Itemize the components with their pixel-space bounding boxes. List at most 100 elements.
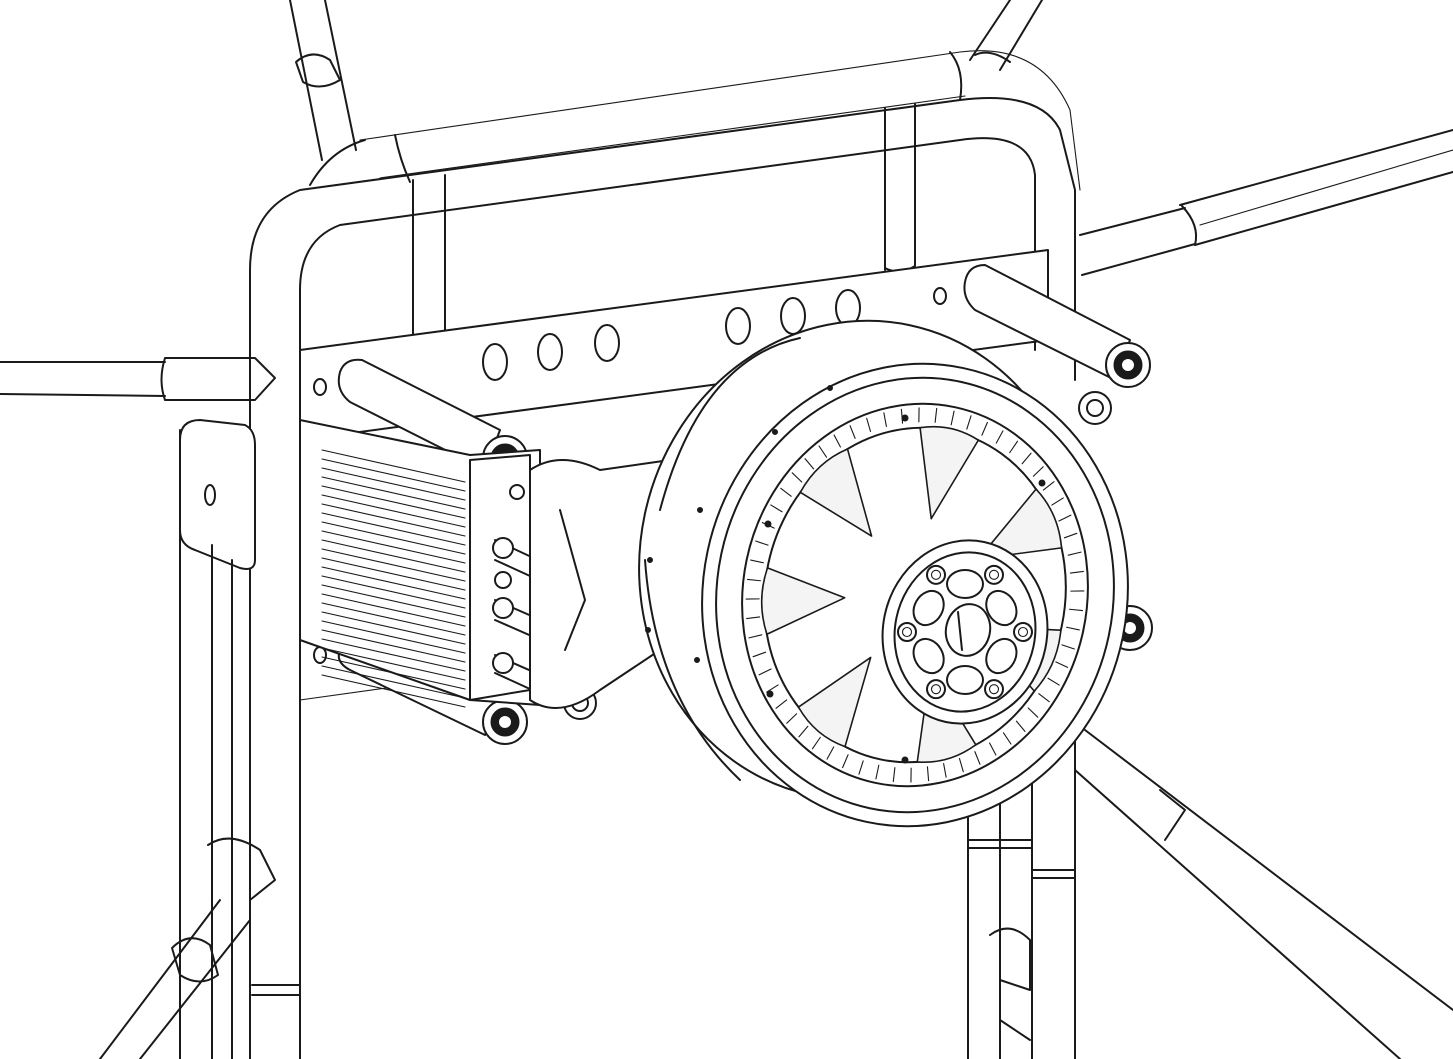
- rotor-slot: [883, 412, 887, 427]
- radiator-fin: [321, 458, 466, 492]
- rotor-slot: [818, 445, 828, 458]
- rotor-slot: [989, 742, 997, 756]
- rotor-slot: [858, 760, 864, 775]
- wheel-stud: [984, 679, 1004, 700]
- radiator-fin: [321, 620, 466, 654]
- radiator-fin: [321, 485, 466, 519]
- rotor-slot: [995, 430, 1004, 444]
- radiator-fin: [321, 611, 466, 645]
- rotor-slot: [755, 540, 769, 546]
- hub-cutout: [946, 568, 984, 600]
- radiator-fins: [321, 449, 466, 708]
- wheel-hub-motor: [638, 319, 1129, 828]
- rotor-slot: [958, 757, 964, 773]
- rotor-slot: [804, 458, 815, 470]
- radiator-fin: [321, 503, 466, 537]
- rotor-slot: [842, 754, 849, 769]
- hub-flange: [912, 568, 1018, 696]
- rotor-slot: [981, 421, 988, 436]
- radiator-fin: [321, 674, 466, 708]
- rotor-slot: [1058, 514, 1072, 522]
- rotor-spoke: [919, 425, 980, 520]
- radiator-fin: [321, 665, 466, 699]
- radiator-fin: [321, 521, 466, 555]
- wheel-stud: [984, 564, 1004, 585]
- rotor-slot: [866, 417, 872, 433]
- rotor-slot: [1027, 707, 1039, 718]
- rotor-slot: [1038, 693, 1050, 703]
- rotor-slot: [1032, 466, 1044, 477]
- radiator-fin: [321, 566, 466, 600]
- wheel-stud: [926, 564, 946, 585]
- rotor-slot: [1055, 661, 1069, 668]
- radiator-fin: [321, 476, 466, 510]
- rotor-slot: [746, 578, 761, 582]
- rotor-spoke: [797, 656, 872, 748]
- hub-cutout: [985, 589, 1018, 627]
- wheel-stud-core: [988, 569, 1000, 580]
- hub-cutout: [985, 637, 1018, 675]
- wheel-stud: [926, 679, 946, 700]
- radiator-fin: [321, 584, 466, 618]
- rotor-slot: [758, 668, 772, 676]
- rim-bolts: [645, 385, 1046, 764]
- rotor-slot: [811, 736, 821, 750]
- rotor-slot: [775, 699, 788, 709]
- rotor-slot: [943, 763, 947, 778]
- rotor-slot: [950, 410, 955, 426]
- rotor-slot: [791, 472, 803, 483]
- rotor-slot: [1066, 626, 1080, 631]
- radiator-fin: [321, 593, 466, 627]
- wheel-stud: [1013, 622, 1033, 642]
- radiator-fin: [321, 575, 466, 609]
- radiator: [299, 419, 671, 709]
- radiator-fin: [321, 530, 466, 564]
- wheel-stud-core: [930, 684, 942, 695]
- rotor-slot: [826, 746, 835, 760]
- rotor-spoke: [760, 567, 846, 636]
- rotor-slot: [966, 415, 972, 430]
- radiator-fin: [321, 629, 466, 663]
- radiator-fin: [321, 638, 466, 672]
- rotor-slot: [750, 559, 764, 564]
- radiator-fin: [321, 647, 466, 681]
- rotor-slot: [892, 767, 896, 783]
- rotor-slot: [926, 766, 930, 782]
- radiator-fin: [321, 548, 466, 582]
- rotor-slot: [1069, 608, 1084, 612]
- hub-cutout: [946, 664, 984, 696]
- radiator-fin: [321, 557, 466, 591]
- wheel-stud: [897, 622, 917, 642]
- rotor-slot: [770, 504, 783, 513]
- radiator-fin: [321, 656, 466, 690]
- rotor-slot: [1067, 551, 1082, 556]
- rotor-slot: [798, 725, 809, 738]
- rotor-slot: [1069, 570, 1084, 574]
- hub-cutout: [912, 637, 945, 675]
- wheel-stud-core: [1017, 626, 1029, 638]
- rotor-slot: [875, 764, 880, 780]
- rotor-slot: [833, 434, 841, 448]
- rotor-spoke: [977, 488, 1063, 560]
- rotor-slot: [1021, 452, 1032, 465]
- rotor-slot: [1061, 644, 1075, 650]
- hub-cutout: [912, 589, 945, 627]
- rotor-slot: [1015, 720, 1026, 732]
- rotor-slot: [1042, 481, 1055, 491]
- rotor-slot: [1002, 732, 1012, 745]
- rotor-slot: [746, 616, 761, 620]
- rotor-slot: [786, 713, 798, 724]
- rotor-slot: [934, 407, 938, 423]
- radiator-fin: [321, 494, 466, 528]
- radiator-fin: [321, 539, 466, 573]
- rotor-slot: [1063, 532, 1078, 539]
- rotor-slot: [849, 425, 856, 439]
- radiator-fin: [321, 602, 466, 636]
- rotor-slot: [780, 487, 792, 497]
- rotor-slots: [745, 407, 1085, 783]
- wheel-studs: [897, 564, 1033, 700]
- radiator-fin: [321, 449, 466, 483]
- rotor-spoke: [799, 448, 873, 537]
